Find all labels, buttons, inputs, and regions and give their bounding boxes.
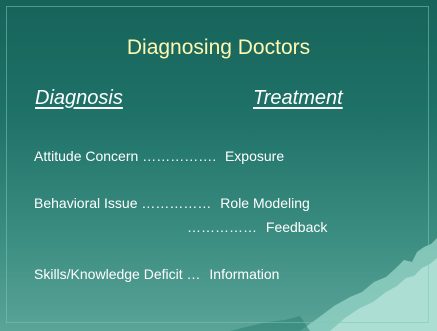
row-treatment: Role Modeling xyxy=(220,195,310,211)
row-diagnosis: Behavioral Issue xyxy=(34,195,142,211)
row-skills: Skills/Knowledge Deficit … Information xyxy=(34,266,279,282)
row-attitude: Attitude Concern ……………. Exposure xyxy=(34,148,284,164)
row-leader: …………… xyxy=(141,195,212,211)
row-leader: …………… xyxy=(187,219,257,235)
row-feedback: …………… Feedback xyxy=(187,219,327,235)
row-behavioral: Behavioral Issue …………… Role Modeling xyxy=(34,195,310,211)
row-treatment: Information xyxy=(209,266,280,282)
row-diagnosis: Skills/Knowledge Deficit xyxy=(34,266,183,282)
row-leader: … xyxy=(186,266,201,282)
slide-title: Diagnosing Doctors xyxy=(126,36,311,59)
treatment-header: Treatment xyxy=(253,87,343,109)
row-treatment: Exposure xyxy=(224,148,285,164)
row-diagnosis: Attitude Concern xyxy=(34,148,139,164)
row-leader: ……………. xyxy=(142,148,217,164)
row-treatment: Feedback xyxy=(265,219,328,235)
diagnosis-header: Diagnosis xyxy=(35,87,123,109)
